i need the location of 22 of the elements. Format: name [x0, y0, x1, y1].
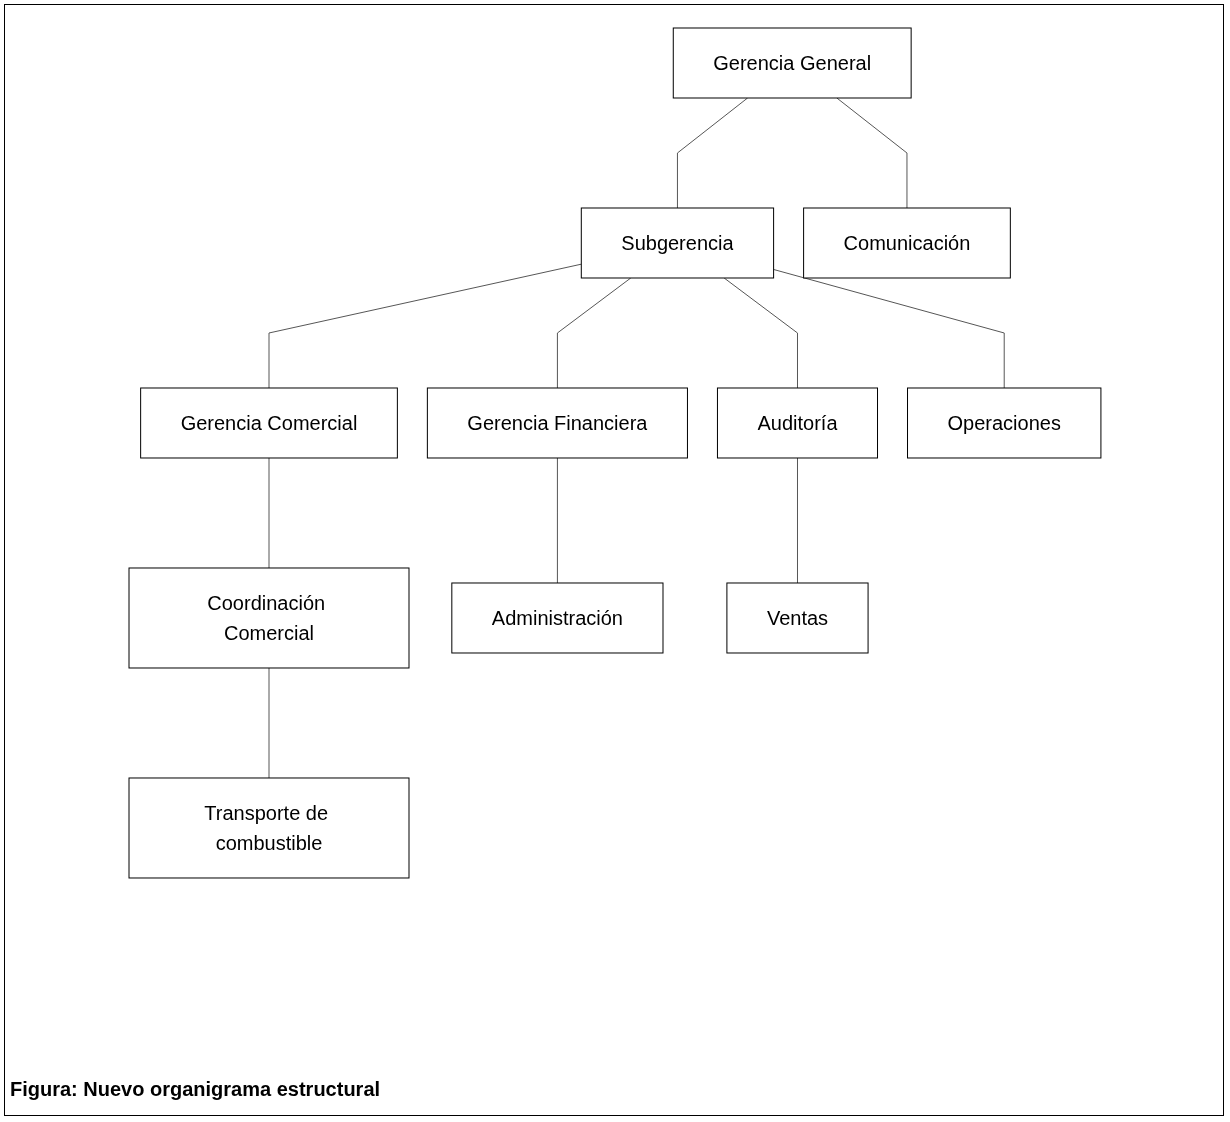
connector [268, 457, 270, 569]
connector [556, 457, 558, 584]
connector [836, 97, 908, 209]
connector [773, 269, 1005, 389]
node-box: Gerencia Financiera [426, 387, 688, 459]
node-box: Subgerencia [580, 207, 775, 279]
caption: Figura: Nuevo organigrama estructural [10, 1078, 381, 1101]
node-box: Ventas [726, 582, 869, 654]
connector [268, 667, 270, 779]
node-box: Gerencia Comercial [140, 387, 398, 459]
node-box: Gerencia General [672, 27, 912, 99]
connector [723, 277, 798, 389]
node-box: Coordinación Comercial [128, 567, 410, 669]
node-box: Operaciones [907, 387, 1102, 459]
connector [677, 97, 749, 209]
node-box: Auditoría [717, 387, 879, 459]
connector [556, 277, 632, 389]
node-box: Administración [451, 582, 664, 654]
connector [268, 263, 582, 389]
node-box: Transporte de combustible [128, 777, 410, 879]
connector [797, 457, 798, 584]
node-box: Comunicación [803, 207, 1011, 279]
